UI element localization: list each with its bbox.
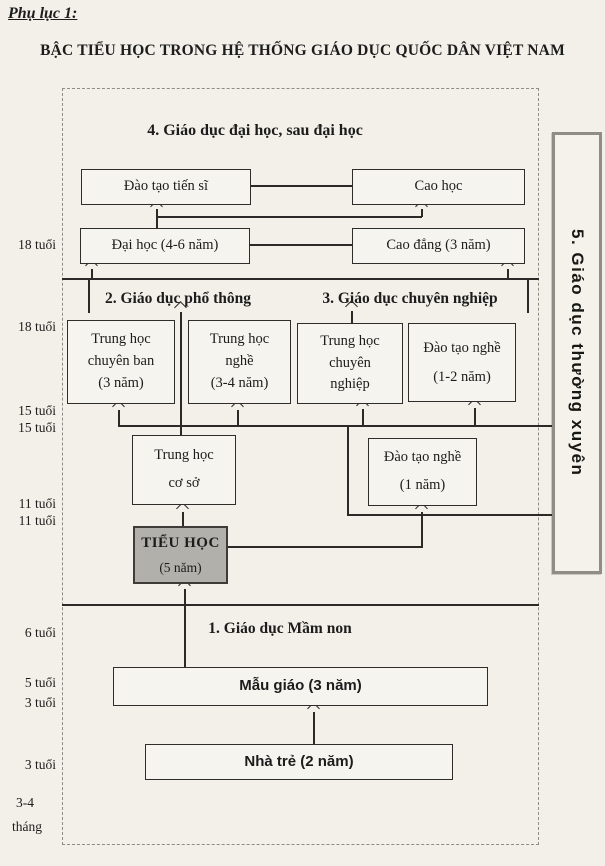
age-label: 3-4 [16, 795, 34, 810]
box-label: Đào tạo tiến sĩ [123, 178, 209, 195]
box-cao-dang: Cao đẳng (3 năm) [352, 228, 525, 264]
box-label: Đào tạo nghề [423, 339, 501, 356]
box-label: Trung học [154, 447, 214, 464]
age-label: 11 tuổi [18, 496, 56, 511]
box-dao-tao-tien-si: Đào tạo tiến sĩ [81, 169, 251, 205]
section-5-label: 5. Giáo dục thường xuyên [568, 229, 587, 477]
age-label: 6 tuổi [24, 625, 56, 640]
box-label: Trung học [320, 332, 380, 349]
connector-tiensi-caohoc [249, 185, 352, 187]
arrow-stem-tieuhoc-thcs [182, 512, 184, 528]
divider-line-upper [62, 278, 539, 280]
box-dai-hoc: Đại học (4-6 năm) [80, 228, 250, 264]
arrow-stem-daihoc [91, 269, 93, 279]
arrow-stem-to-heading3 [351, 311, 353, 324]
box-label: cơ sở [168, 475, 200, 491]
section-2-heading: 2. Giáo dục phổ thông [104, 290, 251, 307]
box-label: (1-2 năm) [433, 368, 491, 385]
connector-daihoc-caodang [248, 244, 352, 246]
arrow-stem-thcb [118, 410, 120, 426]
divider-line-lower [62, 604, 539, 606]
arrow-stem-caohoc [421, 209, 423, 217]
age-label: 5 tuổi [24, 675, 56, 690]
box-dao-tao-nghe-1: Đào tạo nghề (1 năm) [368, 438, 477, 506]
arrow-stem-maugiao-tieuhoc [184, 589, 186, 668]
box-trung-hoc-co-so: Trung học cơ sở [132, 435, 236, 505]
appendix-label: Phụ lục 1: [8, 5, 78, 22]
box-label: nghề [225, 353, 254, 370]
section-4-heading: 4. Giáo dục đại học, sau đại học [147, 122, 363, 139]
arrow-stem-thcn [362, 409, 364, 426]
age-label: 15 tuổi [18, 403, 56, 418]
box-dao-tao-nghe-1-2: Đào tạo nghề (1-2 năm) [408, 323, 516, 402]
collector-line-b [347, 514, 552, 516]
box-label: chuyên ban [87, 353, 155, 370]
tieuhoc-dtn1-hline [223, 546, 422, 548]
box-cao-hoc: Cao học [352, 169, 525, 205]
age-label: 15 tuổi [18, 420, 56, 435]
box-label: TIỂU HỌC [141, 535, 220, 552]
box-label: nghiệp [330, 376, 370, 393]
box-label: Đại học (4-6 năm) [111, 237, 219, 254]
box-label: Mẫu giáo (3 năm) [239, 677, 362, 695]
box-label: Đào tạo nghề [383, 449, 462, 466]
box-label: (5 năm) [159, 559, 202, 575]
box-label: (1 năm) [399, 477, 446, 493]
section-3-heading: 3. Giáo dục chuyên nghiệp [322, 290, 498, 307]
age-label: 18 tuổi [18, 319, 56, 334]
tieuhoc-dtn1-vline [421, 512, 423, 548]
box-label: Trung học [91, 331, 151, 348]
box-mau-giao: Mẫu giáo (3 năm) [113, 667, 488, 706]
box-label: Nhà trẻ (2 năm) [244, 752, 354, 770]
box-tieu-hoc: TIỂU HỌC (5 năm) [133, 526, 228, 584]
age-label: 3 tuổi [24, 695, 56, 710]
age-label: 3 tuổi [24, 757, 56, 772]
divider-tick-left [88, 279, 90, 313]
divider-tick-right [527, 279, 529, 313]
box-nha-tre: Nhà trẻ (2 năm) [145, 744, 453, 780]
age-label: 11 tuổi [18, 513, 56, 528]
age-label: 18 tuổi [18, 237, 56, 252]
box-label: Cao đẳng (3 năm) [386, 237, 491, 254]
section-1-heading: 1. Giáo dục Mầm non [208, 620, 352, 637]
collector-line-a [118, 425, 552, 427]
branch-line-to-caohoc [156, 216, 422, 218]
page-title: BẬC TIỂU HỌC TRONG HỆ THỐNG GIÁO DỤC QUỐ… [40, 42, 565, 59]
diagram-frame [62, 88, 539, 845]
arrow-stem-thn [237, 410, 239, 426]
box-trung-hoc-chuyen-nghiep: Trung học chuyên nghiệp [297, 323, 403, 404]
arrow-stem-nhatre-maugiao [313, 712, 315, 745]
section-5-box: 5. Giáo dục thường xuyên [552, 132, 602, 574]
box-label: (3 năm) [98, 374, 144, 391]
box-label: chuyên [329, 354, 371, 371]
box-label: (3-4 năm) [210, 374, 269, 391]
box-label: Cao học [414, 178, 463, 195]
arrow-stem-dtn12 [474, 408, 476, 426]
box-trung-hoc-nghe: Trung học nghề (3-4 năm) [188, 320, 291, 404]
collector-link-vertical [347, 425, 349, 515]
box-trung-hoc-chuyen-ban: Trung học chuyên ban (3 năm) [67, 320, 175, 404]
age-label: tháng [12, 819, 42, 834]
arrow-stem-caodang [507, 269, 509, 279]
arrow-stem-daihoc-tiensi [156, 209, 158, 229]
arrow-stem-to-heading2 [180, 312, 182, 435]
box-label: Trung học [209, 331, 270, 348]
